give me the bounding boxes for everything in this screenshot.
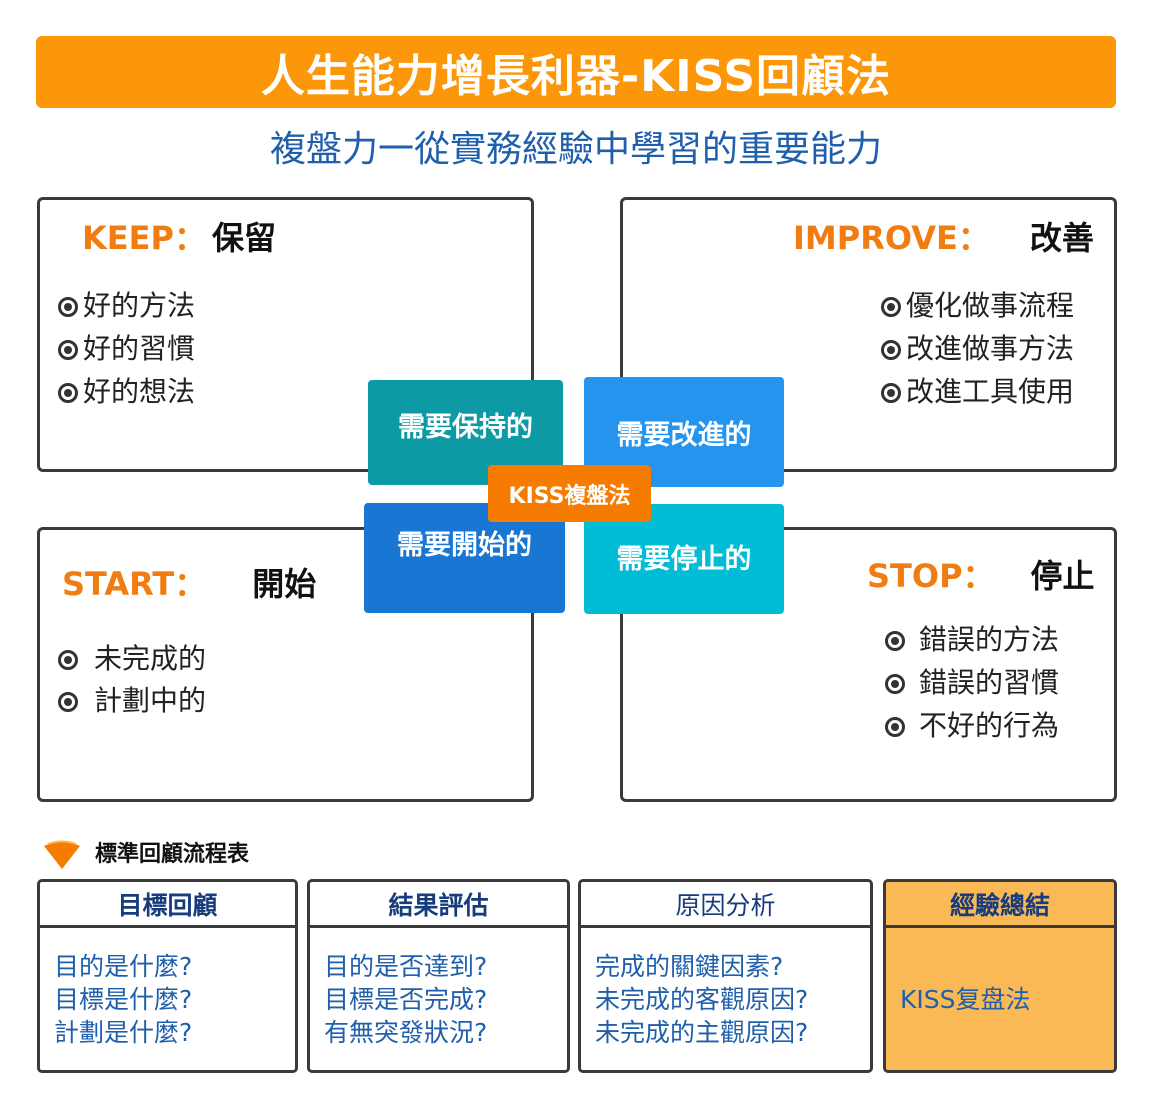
list-item: 好的想法	[58, 370, 195, 413]
process-card-body: 完成的關鍵因素? 未完成的客觀原因? 未完成的主觀原因?	[581, 928, 870, 1049]
list-item: 計劃中的	[58, 680, 206, 722]
bullet-icon	[885, 674, 905, 694]
page-subtitle: 複盤力一從實務經驗中學習的重要能力	[269, 129, 882, 170]
process-card-title: 經驗總結	[886, 882, 1114, 928]
tile-center-kiss: KISS複盤法	[488, 465, 651, 522]
process-card-body: 目的是否達到? 目標是否完成? 有無突發狀況?	[310, 928, 567, 1049]
process-card-line: 完成的關鍵因素?	[595, 952, 784, 981]
quadrant-keep: KEEP：保留 好的方法 好的習慣 好的想法	[37, 197, 534, 472]
list-item: 改進做事方法	[881, 327, 1074, 370]
list-item-text: 好的方法	[83, 289, 196, 322]
quadrant-stop-list: 錯誤的方法 錯誤的習慣 不好的行為	[885, 618, 1059, 747]
process-card-line: 目的是什麼?	[54, 952, 193, 981]
quadrant-keep-list: 好的方法 好的習慣 好的想法	[58, 284, 195, 413]
process-card-line: 有無突發狀況?	[324, 1018, 488, 1047]
bullet-icon	[885, 717, 905, 737]
list-item-text: 錯誤的方法	[919, 623, 1060, 656]
process-card-body: KISS复盘法	[886, 928, 1114, 1016]
list-item: 好的方法	[58, 284, 195, 327]
list-item: 改進工具使用	[881, 370, 1074, 413]
quadrant-stop-heading: STOP： 停止	[867, 556, 1095, 596]
process-section-label: 標準回顧流程表	[95, 842, 250, 867]
process-card-goal-review: 目標回顧 目的是什麼? 目標是什麼? 計劃是什麼?	[37, 879, 298, 1073]
tile-stop: 需要停止的	[584, 504, 784, 614]
quadrant-keep-en: KEEP：	[82, 219, 206, 257]
quadrant-start-heading: START： 開始	[62, 564, 316, 604]
process-card-line: 未完成的客觀原因?	[595, 985, 809, 1014]
process-card-title: 結果評估	[310, 882, 567, 928]
quadrant-start-list: 未完成的 計劃中的	[58, 638, 206, 722]
process-card-line: 未完成的主觀原因?	[595, 1018, 809, 1047]
process-card-title: 原因分析	[581, 882, 870, 928]
quadrant-keep-heading: KEEP：保留	[82, 218, 276, 258]
list-item: 未完成的	[58, 638, 206, 680]
quadrant-start-en: START：	[62, 565, 207, 603]
list-item-text: 不好的行為	[919, 709, 1060, 742]
bullet-icon	[881, 340, 901, 360]
process-card-line: 目標是否完成?	[324, 985, 488, 1014]
list-item: 不好的行為	[885, 704, 1059, 747]
process-card-experience-summary: 經驗總結 KISS复盘法	[883, 879, 1117, 1073]
quadrant-start-zh: 開始	[252, 565, 317, 603]
process-card-cause-analysis: 原因分析 完成的關鍵因素? 未完成的客觀原因? 未完成的主觀原因?	[578, 879, 873, 1073]
process-card-line: 目的是否達到?	[324, 952, 488, 981]
list-item-text: 好的習慣	[83, 332, 196, 365]
bullet-icon	[58, 340, 78, 360]
process-card-line: 計劃是什麼?	[54, 1018, 193, 1047]
process-card-title: 目標回顧	[40, 882, 295, 928]
bullet-icon	[881, 297, 901, 317]
list-item-text: 錯誤的習慣	[919, 666, 1060, 699]
bullet-icon	[58, 692, 78, 712]
quadrant-stop-zh: 停止	[1030, 557, 1095, 595]
tile-improve: 需要改進的	[584, 377, 784, 487]
title-banner: 人生能力增長利器-KISS回顧法	[36, 36, 1116, 108]
page-title: 人生能力增長利器-KISS回顧法	[260, 51, 892, 102]
process-card-body: 目的是什麼? 目標是什麼? 計劃是什麼?	[40, 928, 295, 1049]
list-item-text: 計劃中的	[94, 684, 207, 717]
bullet-icon	[881, 383, 901, 403]
list-item-text: 優化做事流程	[906, 289, 1075, 322]
quadrant-improve-en: IMPROVE：	[793, 219, 990, 257]
list-item-text: 未完成的	[94, 642, 207, 675]
list-item: 好的習慣	[58, 327, 195, 370]
bullet-icon	[58, 383, 78, 403]
list-item: 錯誤的習慣	[885, 661, 1059, 704]
list-item: 錯誤的方法	[885, 618, 1059, 661]
process-card-line: KISS复盘法	[900, 985, 1031, 1014]
triangle-marker-icon	[44, 840, 80, 869]
list-item-text: 改進做事方法	[906, 332, 1075, 365]
process-card-line: 目標是什麼?	[54, 985, 193, 1014]
bullet-icon	[58, 650, 78, 670]
process-card-result-evaluation: 結果評估 目的是否達到? 目標是否完成? 有無突發狀況?	[307, 879, 570, 1073]
list-item-text: 好的想法	[83, 375, 196, 408]
bullet-icon	[58, 297, 78, 317]
quadrant-improve-list: 優化做事流程 改進做事方法 改進工具使用	[881, 284, 1074, 413]
list-item: 優化做事流程	[881, 284, 1074, 327]
quadrant-improve-heading: IMPROVE： 改善	[793, 218, 1094, 258]
list-item-text: 改進工具使用	[906, 375, 1075, 408]
bullet-icon	[885, 631, 905, 651]
quadrant-improve-zh: 改善	[1029, 219, 1094, 257]
quadrant-keep-zh: 保留	[211, 219, 276, 257]
quadrant-stop-en: STOP：	[867, 557, 995, 595]
